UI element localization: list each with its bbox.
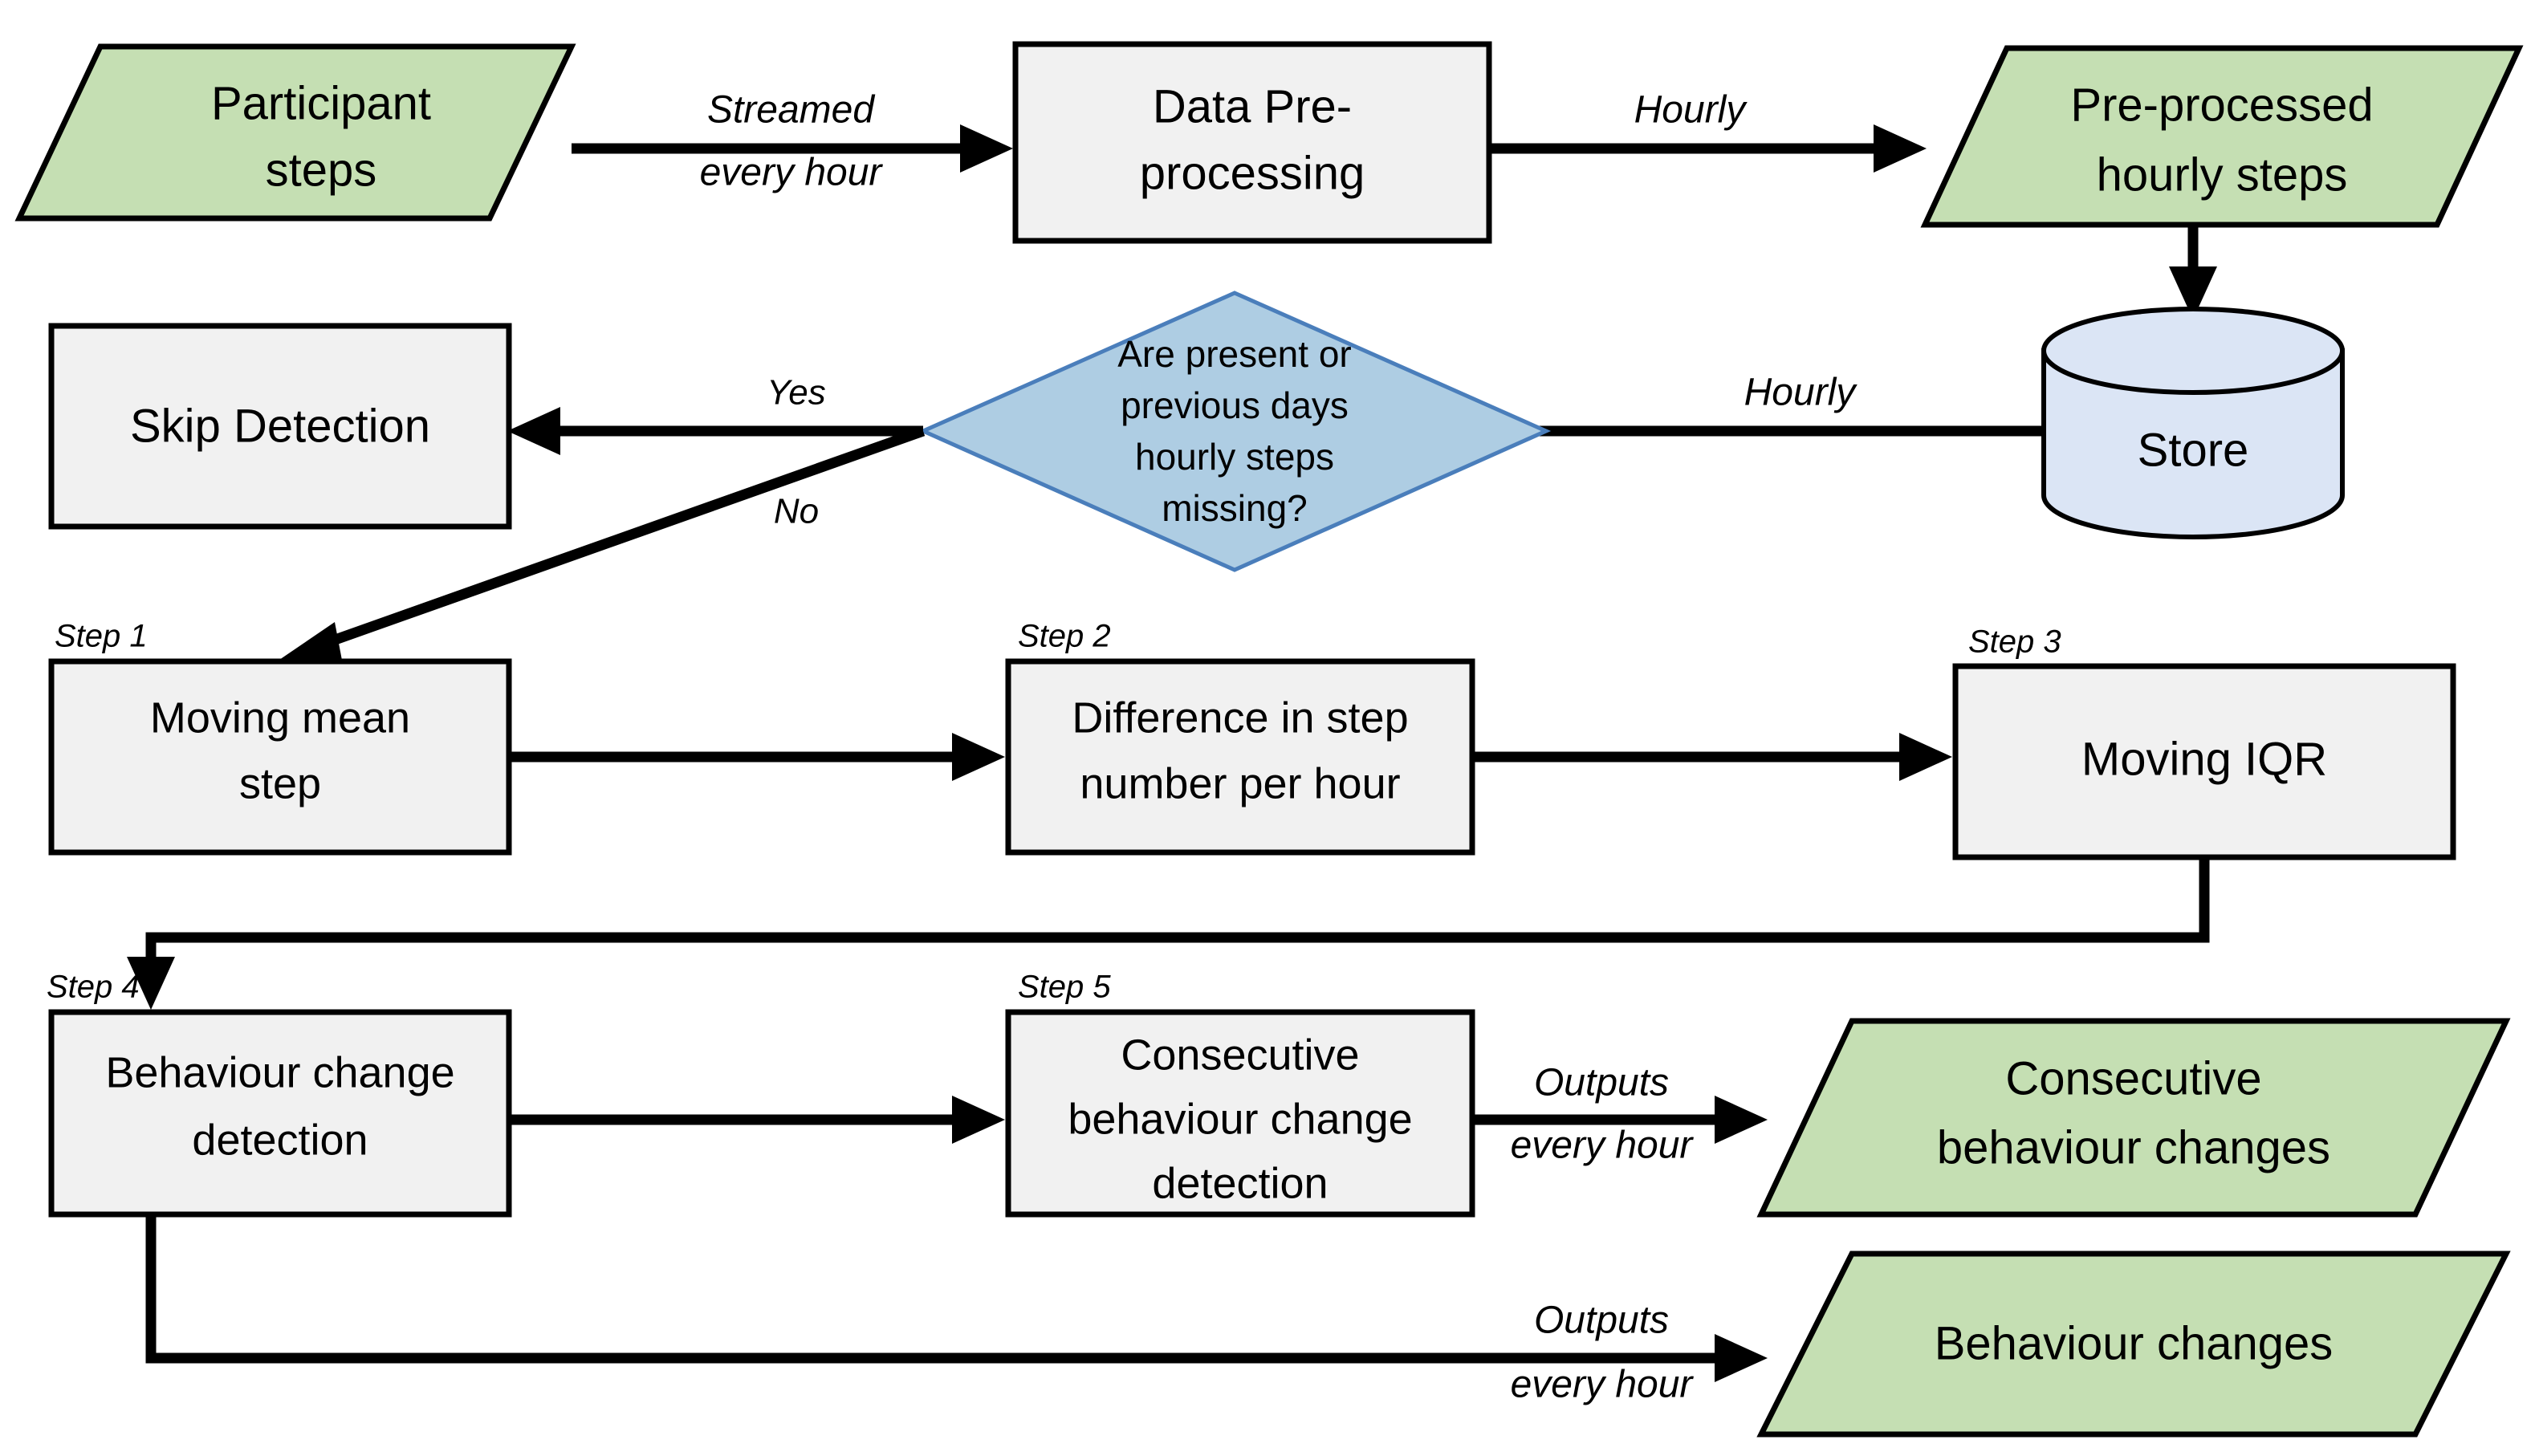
edge-decision-to-skip-arrowhead xyxy=(507,407,560,455)
edge-step3-to-step4-line xyxy=(145,857,2210,973)
edge-decision-to-skip-label: Yes xyxy=(767,373,825,413)
edge-step5-to-consecutive-output-label-line1: Outputs xyxy=(1534,1062,1669,1104)
behaviour-changes-shape xyxy=(1756,1251,2511,1438)
edge-participant-to-preprocessing-label-line2: every hour xyxy=(700,152,884,194)
edge-preprocessing-to-preprocessed-arrowhead xyxy=(1874,124,1927,173)
edge-step3-to-step4 xyxy=(127,857,2210,1010)
step2-shape xyxy=(1005,658,1475,856)
edge-step4-to-step5 xyxy=(509,1096,1005,1144)
edge-step4-to-behaviour-output-arrowhead xyxy=(1715,1334,1768,1382)
edge-participant-to-preprocessing-label-line1: Streamed xyxy=(707,89,875,132)
step3-shape xyxy=(1952,663,2456,860)
decision-label-line3: hourly steps xyxy=(1135,436,1334,478)
behaviour-changes-label: Behaviour changes xyxy=(1935,1317,2334,1369)
edge-participant-to-preprocessing: Streamed every hour xyxy=(572,89,1013,194)
edge-decision-to-step1-line xyxy=(315,425,926,652)
preprocessed-hourly-steps-label-line2: hourly steps xyxy=(2097,148,2348,201)
participant-steps-label-line1: Participant xyxy=(211,77,431,129)
step5-step-label: Step 5 xyxy=(1018,970,1111,1005)
store-label: Store xyxy=(2138,424,2249,476)
step5-label-line2: behaviour change xyxy=(1068,1095,1412,1143)
edge-decision-to-step1-arrowhead xyxy=(279,622,344,669)
edge-decision-to-step1: No xyxy=(279,425,926,669)
data-preprocessing-label-line2: processing xyxy=(1140,147,1365,199)
node-store[interactable]: Store xyxy=(2041,307,2345,539)
edge-step4-to-behaviour-output-line xyxy=(145,1214,1730,1364)
decision-label-line2: previous days xyxy=(1121,384,1349,426)
edge-step2-to-step3-arrowhead xyxy=(1899,733,1952,781)
step1-label-line1: Moving mean xyxy=(150,693,410,742)
step4-label-line2: detection xyxy=(192,1116,368,1164)
step4-shape xyxy=(48,1009,512,1218)
edge-step4-to-step5-arrowhead xyxy=(952,1096,1005,1144)
edge-participant-to-preprocessing-arrowhead xyxy=(960,124,1013,173)
edge-store-to-decision-label: Hourly xyxy=(1744,372,1858,414)
step3-label: Moving IQR xyxy=(2081,733,2327,785)
participant-steps-shape xyxy=(14,43,576,222)
data-preprocessing-shape xyxy=(1012,41,1492,244)
edge-preprocessed-to-store-arrowhead xyxy=(2169,266,2217,319)
edge-step4-to-behaviour-output-label-line1: Outputs xyxy=(1534,1299,1669,1342)
data-preprocessing-label-line1: Data Pre- xyxy=(1153,80,1352,132)
step5-shape xyxy=(1005,1009,1475,1218)
store-cylinder-body xyxy=(2041,348,2345,539)
node-decision[interactable]: Are present or previous days hourly step… xyxy=(918,291,1552,572)
node-behaviour-changes[interactable]: Behaviour changes xyxy=(1756,1251,2511,1438)
step2-label-line1: Difference in step xyxy=(1072,693,1408,742)
preprocessed-hourly-steps-shape xyxy=(1920,45,2524,228)
edge-step1-to-step2 xyxy=(509,733,1005,781)
edge-step4-to-behaviour-output-label-line2: every hour xyxy=(1511,1364,1695,1406)
node-step3[interactable]: Step 3 Moving IQR xyxy=(1952,624,2456,860)
skip-detection-label: Skip Detection xyxy=(130,400,430,452)
edge-step5-to-consecutive-output-arrowhead xyxy=(1715,1096,1768,1144)
node-step4[interactable]: Step 4 Behaviour change detection xyxy=(47,970,512,1218)
skip-detection-shape xyxy=(48,323,512,530)
step5-label-line3: detection xyxy=(1152,1159,1328,1207)
consecutive-behaviour-changes-shape xyxy=(1756,1018,2511,1218)
node-data-preprocessing[interactable]: Data Pre- processing xyxy=(1012,41,1492,244)
step2-label-line2: number per hour xyxy=(1080,759,1400,807)
step5-label-line1: Consecutive xyxy=(1121,1031,1359,1079)
consecutive-behaviour-changes-label-line1: Consecutive xyxy=(2005,1052,2261,1104)
decision-label-line4: missing? xyxy=(1162,487,1308,529)
node-skip-detection[interactable]: Skip Detection xyxy=(48,323,512,530)
edge-preprocessing-to-preprocessed: Hourly xyxy=(1489,89,1927,173)
edge-step1-to-step2-arrowhead xyxy=(952,733,1005,781)
node-participant-steps[interactable]: Participant steps xyxy=(14,43,576,222)
consecutive-behaviour-changes-label-line2: behaviour changes xyxy=(1937,1121,2330,1173)
step1-step-label: Step 1 xyxy=(55,619,148,654)
node-step1[interactable]: Step 1 Moving mean step xyxy=(48,619,512,856)
step2-step-label: Step 2 xyxy=(1018,619,1111,654)
edge-step3-to-step4-arrowhead xyxy=(127,957,175,1010)
step3-step-label: Step 3 xyxy=(1968,624,2061,660)
decision-label-line1: Are present or xyxy=(1117,333,1351,375)
step1-label-line2: step xyxy=(239,759,321,807)
step1-shape xyxy=(48,658,512,856)
edge-decision-to-step1-label: No xyxy=(774,492,819,531)
store-cylinder-top xyxy=(2041,307,2345,395)
decision-shape xyxy=(918,291,1552,572)
preprocessed-hourly-steps-label-line1: Pre-processed xyxy=(2070,79,2373,131)
edge-step5-to-consecutive-output: Outputs every hour xyxy=(1472,1062,1768,1167)
edge-preprocessed-to-store xyxy=(2169,225,2217,319)
step4-step-label: Step 4 xyxy=(47,970,140,1005)
node-step5[interactable]: Step 5 Consecutive behaviour change dete… xyxy=(1005,970,1475,1218)
edge-step4-to-behaviour-output: Outputs every hour xyxy=(145,1214,1768,1406)
step4-label-line1: Behaviour change xyxy=(105,1048,454,1096)
node-preprocessed-hourly-steps[interactable]: Pre-processed hourly steps xyxy=(1920,45,2524,228)
node-step2[interactable]: Step 2 Difference in step number per hou… xyxy=(1005,619,1475,856)
edge-step5-to-consecutive-output-label-line2: every hour xyxy=(1511,1125,1695,1167)
edge-preprocessing-to-preprocessed-label: Hourly xyxy=(1634,89,1748,132)
node-consecutive-behaviour-changes[interactable]: Consecutive behaviour changes xyxy=(1756,1018,2511,1218)
edge-decision-to-skip: Yes xyxy=(507,373,923,455)
edge-step2-to-step3 xyxy=(1472,733,1952,781)
participant-steps-label-line2: steps xyxy=(266,144,377,196)
